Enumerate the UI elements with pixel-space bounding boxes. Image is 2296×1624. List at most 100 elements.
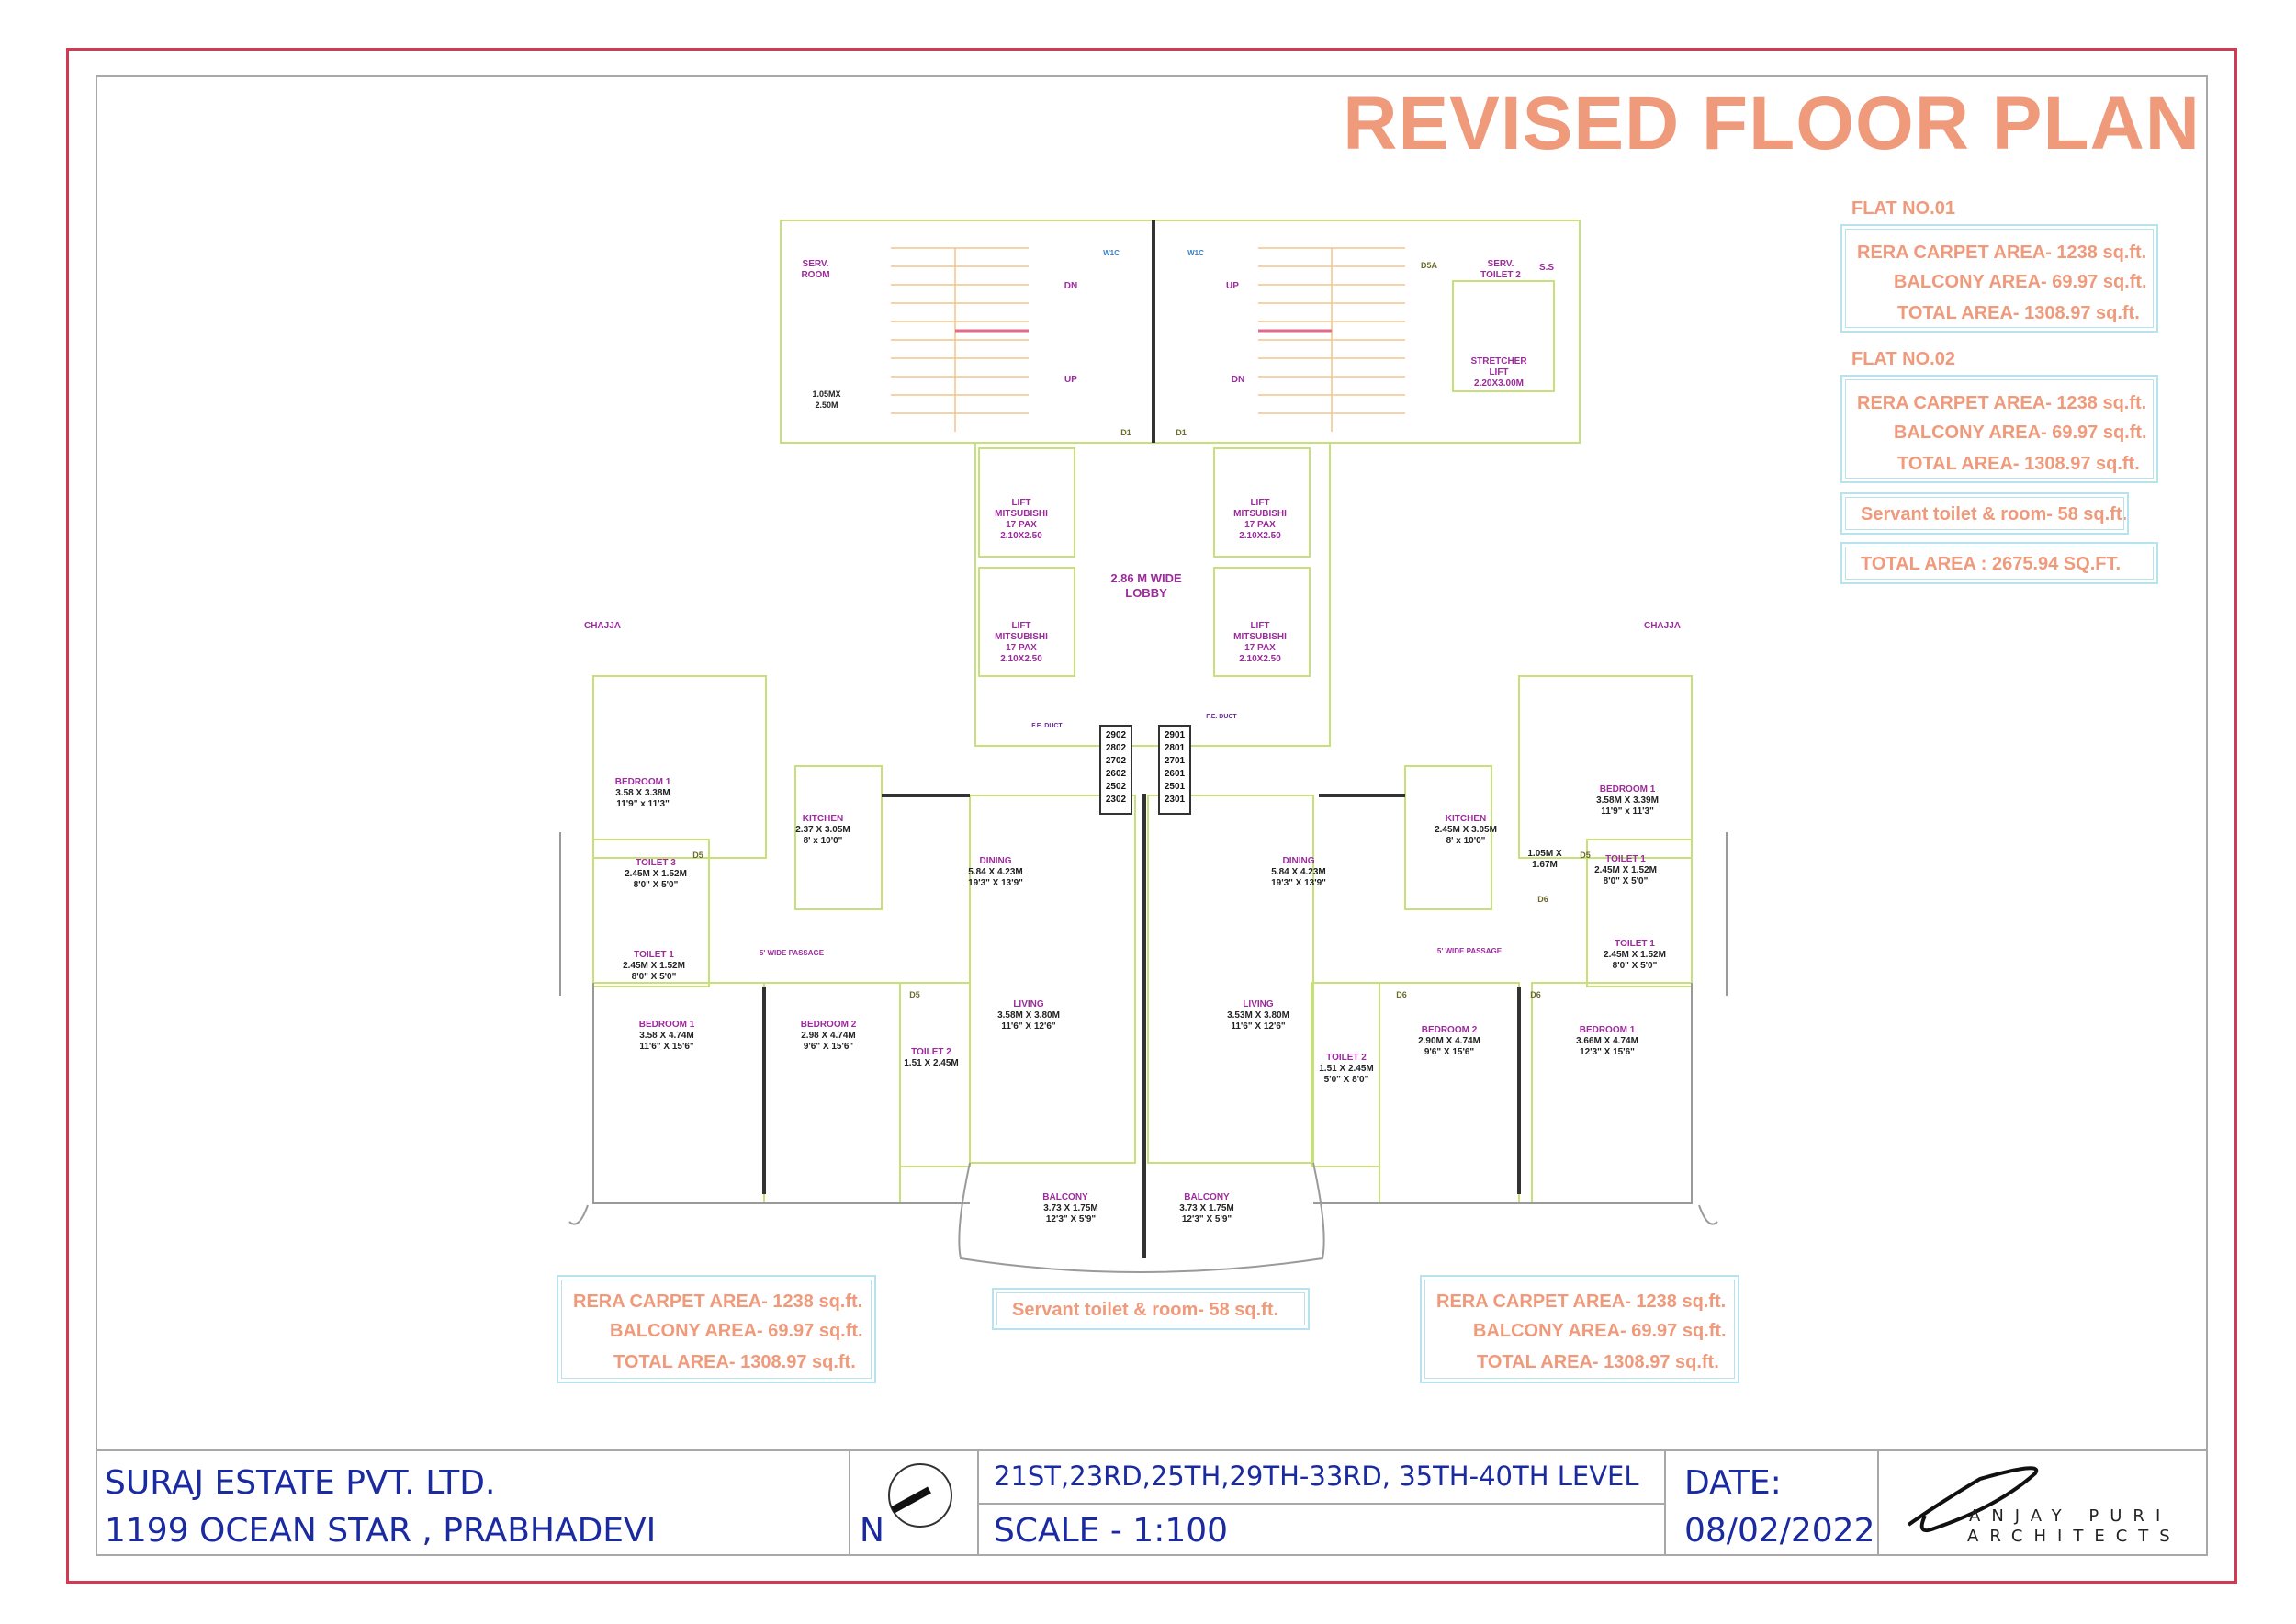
flat-no-2701: 2701 xyxy=(1165,756,1186,766)
right-bedroom2-size: 2.90M X 4.74M xyxy=(1418,1036,1480,1046)
door-d6-right-bedroom1: D6 xyxy=(1530,990,1541,999)
flat-number-boxes xyxy=(1099,725,1191,815)
door-d5-left-toilet: D5 xyxy=(909,990,920,999)
chajja-left: CHAJJA xyxy=(584,621,621,631)
left-bedroom-2 xyxy=(763,982,901,1204)
left-living-imperial: 11'6" X 12'6" xyxy=(1001,1021,1056,1032)
lobby-label-1: 2.86 M WIDE xyxy=(1110,571,1182,585)
right-dining-imperial: 19'3" X 13'9" xyxy=(1271,878,1326,888)
north-cell: N xyxy=(850,1451,979,1556)
small-toilet-size-1: 1.05MX xyxy=(812,389,840,399)
right-toilet-2 xyxy=(1311,982,1380,1167)
right-bedroom1-bottom-size: 3.66M X 4.74M xyxy=(1576,1036,1638,1046)
left-toilets xyxy=(592,839,710,987)
right-kitchen-size: 2.45M X 3.05M xyxy=(1435,825,1497,835)
left-bedroom1-bottom-imperial: 11'6" X 15'6" xyxy=(639,1042,694,1052)
lift-4-label-2: MITSUBISHI xyxy=(1233,632,1287,642)
left-bedroom1-bottom-size: 3.58 X 4.74M xyxy=(639,1031,693,1041)
left-balcony-imperial: 12'3" X 5'9" xyxy=(1046,1214,1097,1224)
architect-cell: ANJAY PURI ARCHITECTS xyxy=(1879,1451,2208,1556)
levels-text: 21ST,23RD,25TH,29TH-33RD, 35TH-40TH LEVE… xyxy=(994,1460,1639,1492)
lift-4-label-1: LIFT xyxy=(1250,621,1269,631)
fe-duct-left: F.E. DUCT xyxy=(1031,723,1063,729)
center-servant-area-box: Servant toilet & room- 58 sq.ft. xyxy=(992,1288,1310,1330)
level-scale-divider xyxy=(979,1503,1664,1505)
right-living-size: 3.53M X 3.80M xyxy=(1227,1010,1289,1021)
door-d1-right: D1 xyxy=(1176,428,1187,437)
left-bedroom-1-top xyxy=(592,675,767,859)
north-arrow-icon xyxy=(888,1463,952,1528)
left-living-size: 3.58M X 3.80M xyxy=(997,1010,1060,1021)
core-outline xyxy=(780,220,1581,444)
left-kitchen-name: KITCHEN xyxy=(803,814,843,824)
north-label: N xyxy=(860,1512,884,1550)
date-label: DATE: xyxy=(1684,1464,1782,1502)
right-balcony-imperial: 12'3" X 5'9" xyxy=(1182,1214,1232,1224)
left-flat-area-box: RERA CARPET AREA- 1238 sq.ft. BALCONY AR… xyxy=(557,1275,876,1383)
up-label-left: UP xyxy=(1064,375,1077,385)
flat-no-2601: 2601 xyxy=(1165,769,1186,779)
right-living-imperial: 11'6" X 12'6" xyxy=(1231,1021,1286,1032)
architect-name: ANJAY PURI xyxy=(1969,1506,2172,1526)
dn-label-right: DN xyxy=(1232,375,1244,385)
stretcher-lift-label-1: STRETCHER xyxy=(1470,356,1527,367)
flat-no-2702: 2702 xyxy=(1106,756,1127,766)
right-toilet1a-name: TOILET 1 xyxy=(1605,854,1646,864)
lobby-label-2: LOBBY xyxy=(1125,586,1167,600)
right-toilet1b-name: TOILET 1 xyxy=(1615,939,1655,949)
client-name: SURAJ ESTATE PVT. LTD. xyxy=(105,1464,496,1502)
serv-room-label-2: ROOM xyxy=(801,270,829,280)
right-bedroom1-bottom-name: BEDROOM 1 xyxy=(1580,1025,1636,1035)
right-store-size-2: 1.67M xyxy=(1532,860,1558,870)
right-bedroom1-bottom-imperial: 12'3" X 15'6" xyxy=(1580,1047,1635,1057)
left-toilet2-name: TOILET 2 xyxy=(911,1047,951,1057)
scale-text: SCALE - 1:100 xyxy=(994,1512,1229,1550)
title-block: SURAJ ESTATE PVT. LTD. 1199 OCEAN STAR ,… xyxy=(96,1449,2208,1556)
right-toilet1a-imperial: 8'0" X 5'0" xyxy=(1604,876,1649,886)
right-kitchen-imperial: 8' x 10'0" xyxy=(1446,836,1486,846)
up-label-right: UP xyxy=(1226,281,1239,291)
right-toilet2-name: TOILET 2 xyxy=(1326,1053,1367,1063)
door-d5a: D5A xyxy=(1421,261,1438,270)
left-toilet-2 xyxy=(899,982,971,1167)
lift-shaft-4 xyxy=(1213,567,1311,677)
ss-label: S.S xyxy=(1539,263,1554,273)
left-toilet1-imperial: 8'0" X 5'0" xyxy=(632,972,677,982)
lift-2-label-2: MITSUBISHI xyxy=(995,632,1048,642)
left-dining-imperial: 19'3" X 13'9" xyxy=(968,878,1023,888)
left-bedroom2-imperial: 9'6" X 15'6" xyxy=(804,1042,854,1052)
page-title: REVISED FLOOR PLAN xyxy=(1343,82,2200,165)
lift-2-label-4: 2.10X2.50 xyxy=(1000,654,1042,664)
right-balcony-size: 3.73 X 1.75M xyxy=(1179,1203,1233,1213)
door-d6-right: D6 xyxy=(1537,895,1548,904)
staircase-right xyxy=(1258,247,1405,432)
flat-01-area-box: RERA CARPET AREA- 1238 sq.ft. BALCONY AR… xyxy=(1840,224,2158,333)
chajja-right: CHAJJA xyxy=(1644,621,1681,631)
stretcher-lift-label-3: 2.20X3.00M xyxy=(1474,378,1524,389)
flat-no-2902: 2902 xyxy=(1106,730,1127,740)
lift-1-label-4: 2.10X2.50 xyxy=(1000,531,1042,541)
lift-1-label-2: MITSUBISHI xyxy=(995,509,1048,519)
left-bedroom1-top-size: 3.58 X 3.38M xyxy=(615,788,670,798)
left-toilet3-size: 2.45M X 1.52M xyxy=(625,869,687,879)
left-kitchen-size: 2.37 X 3.05M xyxy=(795,825,850,835)
left-passage-label: 5' WIDE PASSAGE xyxy=(760,949,825,957)
left-bedroom-1-bottom xyxy=(592,982,765,1204)
level-scale-cell: 21ST,23RD,25TH,29TH-33RD, 35TH-40TH LEVE… xyxy=(979,1451,1666,1556)
right-passage-label: 5' WIDE PASSAGE xyxy=(1437,947,1503,955)
lift-3-label-4: 2.10X2.50 xyxy=(1239,531,1281,541)
left-bedroom2-size: 2.98 X 4.74M xyxy=(801,1031,855,1041)
right-toilet1b-imperial: 8'0" X 5'0" xyxy=(1613,961,1658,971)
left-living-dining xyxy=(969,795,1136,1164)
flat-no-2901: 2901 xyxy=(1165,730,1186,740)
date-value: 08/02/2022 xyxy=(1684,1512,1875,1550)
right-store-size-1: 1.05M X xyxy=(1527,849,1562,859)
left-toilet1-name: TOILET 1 xyxy=(634,950,674,960)
servant-area-box: Servant toilet & room- 58 sq.ft. xyxy=(1840,492,2129,535)
lift-4-label-3: 17 PAX xyxy=(1244,643,1276,653)
architect-logo-icon xyxy=(1907,1466,2039,1533)
lift-1-label-3: 17 PAX xyxy=(1006,520,1037,530)
right-kitchen xyxy=(1404,765,1492,910)
left-balcony-name: BALCONY xyxy=(1042,1192,1088,1202)
drawing-frame xyxy=(96,75,2208,1556)
